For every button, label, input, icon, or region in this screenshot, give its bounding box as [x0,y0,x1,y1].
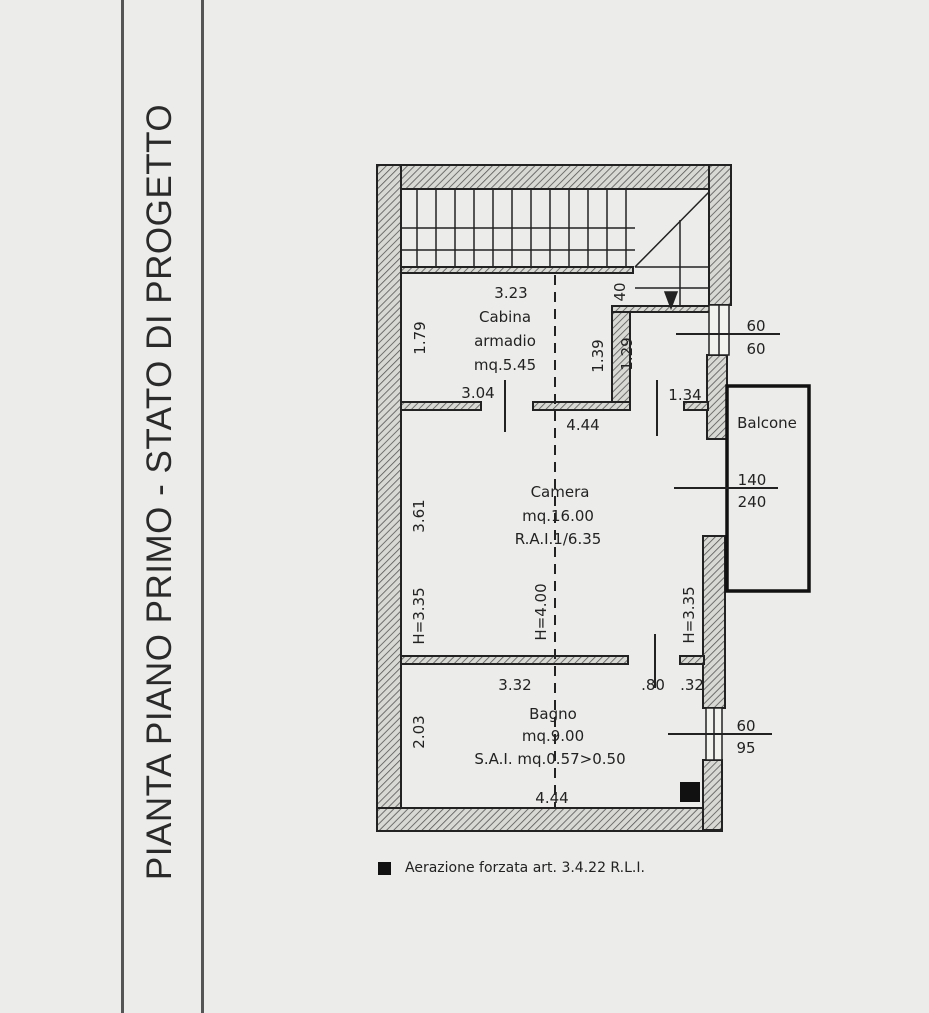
dim-label: 3.23 [494,284,527,302]
window-3-width: 60 [736,717,755,735]
dim-label: 4.44 [535,789,568,807]
vertical-dim-labels: 1.79 40 1.39 1.29 3.61 H=3.35 H=4.00 H=3… [410,282,698,748]
room-area-bagno: mq.9.00 [522,727,584,745]
room-area-cabina: mq.5.45 [474,356,536,374]
stair-arrow-icon [663,291,679,311]
wall-left [376,164,402,832]
dim-label: .80 [641,676,665,694]
walls [376,164,732,832]
room-sai-bagno: S.A.I. mq.0.57>0.50 [474,750,625,768]
window-3-height: 95 [736,739,755,757]
room-labels: 3.23 Cabina armadio mq.5.45 3.04 4.44 1.… [461,284,797,807]
wall-right-bottom [702,759,723,831]
wall-top [376,164,732,190]
room-name-camera: Camera [531,483,590,501]
window-2-width: 140 [738,471,767,489]
room-name-cabina: Cabina [479,308,531,326]
wall-right-lower [702,535,726,709]
dim-label: 1.34 [668,386,701,404]
legend-square-icon [378,861,391,875]
wall-right-upper [708,164,732,306]
height-label: H=3.35 [680,586,698,643]
wall-right-mid [706,354,728,440]
dim-label: 1.29 [618,337,636,370]
partition-cabina-left [400,401,482,411]
dim-label: 2.03 [410,715,428,748]
partition-cabina-right [532,401,631,411]
dimension-lines [504,275,780,808]
window-2-height: 240 [738,493,767,511]
height-label: H=4.00 [532,583,550,640]
wall-landing [611,305,711,313]
room-name-bagno: Bagno [529,705,577,723]
partition-bagno-stub [679,655,705,665]
title-band-right-line [201,0,204,1013]
legend-label: Aerazione forzata art. 3.4.22 R.L.I. [405,860,645,876]
partition-bagno [400,655,629,665]
height-label: H=3.35 [410,587,428,644]
room-rai-camera: R.A.I.1/6.35 [515,530,602,548]
dim-label: .32 [680,676,704,694]
window-1-height: 60 [746,340,765,358]
partition-stairs [400,266,634,274]
dim-label: 3.04 [461,384,494,402]
title-band-left-line [121,0,124,1013]
dim-label: 4.44 [566,416,599,434]
dim-label: 3.61 [410,499,428,532]
partition-stub [683,401,709,411]
dim-label: 1.39 [589,339,607,372]
dim-label: 1.79 [411,321,429,354]
dim-label: 3.32 [498,676,531,694]
staircase [401,190,710,311]
room-name-cabina-2: armadio [474,332,536,350]
room-name-balcone: Balcone [737,414,797,432]
room-area-camera: mq.16.00 [522,507,594,525]
wall-bottom [376,807,723,832]
forced-ventilation-marker [680,782,700,802]
dim-label: 40 [611,282,629,301]
window-1-width: 60 [746,317,765,335]
legend: Aerazione forzata art. 3.4.22 R.L.I. [378,860,645,876]
